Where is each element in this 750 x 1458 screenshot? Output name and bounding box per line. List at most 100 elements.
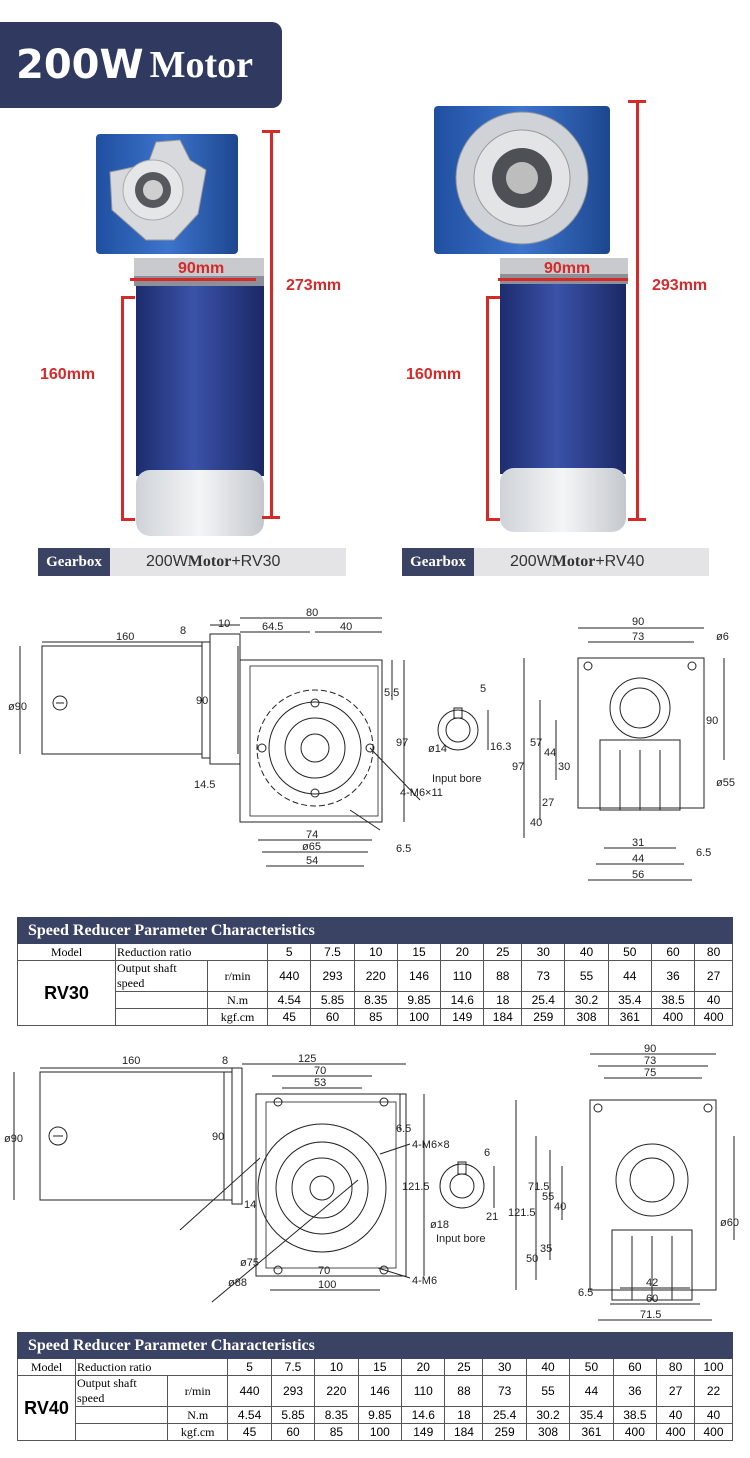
dim-tick: [628, 100, 646, 103]
value-cell: 85: [353, 1008, 398, 1026]
ratio-cell: 80: [656, 1358, 696, 1376]
value-cell: 308: [564, 1008, 609, 1026]
value-cell: 440: [227, 1375, 272, 1407]
dim-text: 8: [222, 1055, 228, 1067]
ratio-cell: 20: [440, 943, 485, 961]
model-header: Model: [17, 943, 116, 961]
value-cell: 400: [694, 1008, 733, 1026]
ratio-cell: 50: [607, 943, 652, 961]
ratio-cell: 20: [401, 1358, 446, 1376]
value-cell: 400: [612, 1423, 658, 1441]
dim-text: 70: [318, 1265, 330, 1277]
dim-text: 74: [306, 829, 318, 841]
value-cell: 27: [656, 1375, 696, 1407]
value-cell: 440: [267, 960, 312, 992]
dim-text: 14.5: [194, 779, 215, 791]
value-cell: 40: [694, 991, 733, 1009]
dim-text: ø60: [720, 1217, 739, 1229]
unit-cell: r/min: [166, 1375, 229, 1407]
dim-text: 35: [540, 1243, 552, 1255]
dim-tick: [121, 296, 135, 299]
dim-text: 40: [530, 817, 542, 829]
dim-text: 71.5: [640, 1309, 661, 1321]
value-cell: 22: [694, 1375, 733, 1407]
dim-text: 160: [122, 1055, 140, 1067]
value-cell: 73: [482, 1375, 527, 1407]
ratio-cell: 80: [694, 943, 733, 961]
drawing-motor-body: [39, 1071, 233, 1201]
value-cell: 60: [310, 1008, 355, 1026]
unit-cell: r/min: [206, 960, 269, 992]
table-title: Speed Reducer Parameter Characteristics: [17, 1332, 733, 1359]
speed-header: Output shaft speed: [115, 960, 208, 992]
ratio-header: Reduction ratio: [74, 1358, 229, 1376]
value-cell: 38.5: [612, 1406, 658, 1424]
dim-text: 121.5: [402, 1181, 430, 1193]
dim-text: 100: [318, 1279, 336, 1291]
ratio-cell: 10: [353, 943, 398, 961]
dim-text: 80: [306, 607, 318, 619]
value-cell: 36: [612, 1375, 658, 1407]
dim-text: 42: [646, 1277, 658, 1289]
dim-text: 71.5: [528, 1181, 549, 1193]
unit-cell: kgf.cm: [166, 1423, 229, 1441]
model-name: RV40: [17, 1375, 76, 1441]
ratio-cell: 100: [694, 1358, 733, 1376]
bore-label: Input bore: [436, 1233, 486, 1245]
dim-text: ø90: [4, 1133, 23, 1145]
dim-text: ø14: [428, 743, 447, 755]
dim-text: ø6: [716, 631, 729, 643]
value-cell: 400: [656, 1423, 696, 1441]
dim-text: ø88: [228, 1277, 247, 1289]
value-cell: 25.4: [521, 991, 566, 1009]
value-cell: 8.35: [314, 1406, 359, 1424]
value-cell: 361: [569, 1423, 614, 1441]
dim-text: 75: [644, 1067, 656, 1079]
dim-text: 90: [644, 1043, 656, 1055]
dim-text: 4-M6×8: [412, 1139, 450, 1151]
dim-text: 60: [646, 1293, 658, 1305]
value-cell: 85: [314, 1423, 359, 1441]
dim-text: 44: [632, 853, 644, 865]
dim-text: 64.5: [262, 621, 283, 633]
dim-tick: [262, 130, 280, 133]
value-cell: 73: [521, 960, 566, 992]
motor-photo-rv40: [434, 106, 628, 532]
value-cell: 45: [227, 1423, 272, 1441]
dim-text: 97: [396, 737, 408, 749]
model-header: Model: [17, 1358, 76, 1376]
value-cell: 149: [440, 1008, 485, 1026]
dim-text: 31: [632, 837, 644, 849]
value-cell: 14.6: [440, 991, 485, 1009]
dim-text: 40: [340, 621, 352, 633]
value-cell: 14.6: [401, 1406, 446, 1424]
ratio-cell: 60: [612, 1358, 658, 1376]
dim-text: 90: [196, 695, 208, 707]
dim-line-width-rv30: [130, 278, 256, 281]
value-cell: 110: [440, 960, 485, 992]
ratio-cell: 7.5: [270, 1358, 316, 1376]
dim-motor-rv40: 160mm: [406, 366, 462, 383]
dim-text: 6.5: [396, 1123, 411, 1135]
value-cell: 30.2: [564, 991, 609, 1009]
value-cell: 9.85: [357, 1406, 403, 1424]
dim-text: 6.5: [396, 843, 411, 855]
drawing-rv30: 160 8 10 80 64.5 40 90 ø90 5.5 97 14.5 7…: [8, 607, 735, 881]
value-cell: 259: [482, 1423, 527, 1441]
dim-total-rv30: 273mm: [286, 277, 342, 294]
value-cell: 184: [483, 1008, 523, 1026]
dim-text: ø65: [302, 841, 321, 853]
dim-text: 6.5: [696, 847, 711, 859]
dim-line-width-rv40: [498, 278, 628, 281]
value-cell: 400: [650, 1008, 696, 1026]
ratio-cell: 7.5: [310, 943, 355, 961]
ratio-cell: 25: [444, 1358, 484, 1376]
dim-line-motor-rv40: [486, 296, 489, 521]
dim-text: 90: [706, 715, 718, 727]
unit-cell: N.m: [206, 991, 269, 1009]
dim-text: 16.3: [490, 741, 511, 753]
